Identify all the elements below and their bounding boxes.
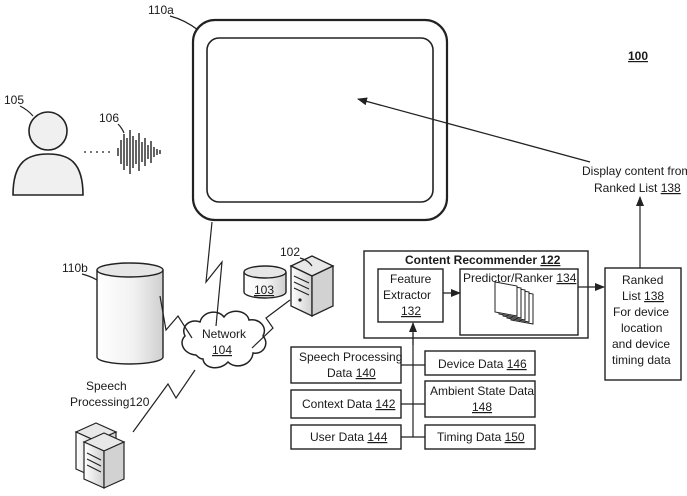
network-title: Network <box>202 327 247 341</box>
link-server-network <box>251 299 291 349</box>
feature-extractor-line1: Feature <box>390 272 432 286</box>
server-icon <box>289 255 335 318</box>
ambient-state-data-line1: Ambient State Data <box>430 384 534 398</box>
device-data-box <box>424 350 536 376</box>
display-device <box>191 18 449 222</box>
speech-processing-data-line1: Speech Processing <box>299 350 402 364</box>
link-speaker-network <box>159 295 193 339</box>
speaker-ref-label: 110b <box>62 261 88 275</box>
display-ref-label: 110a <box>148 3 174 17</box>
network-ref: 104 <box>212 343 232 357</box>
ranked-list-line5: and device <box>612 337 670 351</box>
ranked-list-line2: List 138 <box>622 289 664 303</box>
speech-processing-line2: Processing120 <box>70 395 150 409</box>
feature-extractor-ref: 132 <box>401 304 421 318</box>
ranked-list-box <box>604 267 682 381</box>
user-ref-label: 105 <box>4 93 24 107</box>
storage-ref: 103 <box>254 283 274 297</box>
link-display-network <box>205 221 223 327</box>
display-content-line2: Ranked List 138 <box>594 181 681 195</box>
link-speechproc-network <box>132 369 196 433</box>
predictor-ranker-title: Predictor/Ranker 134 <box>463 271 577 285</box>
server-ref-leader <box>299 257 313 267</box>
timing-data-label: Timing Data 150 <box>437 430 525 444</box>
content-recommender-title: Content Recommender 122 <box>405 253 561 267</box>
feature-extractor-box <box>377 268 444 323</box>
figure-number: 100 <box>628 49 648 63</box>
audio-waveform-icon <box>117 130 161 174</box>
ambient-state-data-box <box>424 380 536 418</box>
display-ref-leader <box>169 15 199 31</box>
ranked-list-line3: For device <box>613 305 669 319</box>
display-content-arrow <box>357 97 591 163</box>
storage-cylinder-icon <box>243 265 287 299</box>
display-content-line1: Display content from <box>582 164 687 178</box>
user-data-label: User Data 144 <box>310 430 388 444</box>
stacked-pages-icon <box>494 281 534 325</box>
speaker-device-icon <box>96 262 164 365</box>
data-source-connectors <box>401 333 425 438</box>
ranked-list-line1: Ranked <box>622 273 663 287</box>
audio-ref-label: 106 <box>99 111 119 125</box>
context-data-label: Context Data 142 <box>302 397 396 411</box>
server-ref-label: 102 <box>280 245 300 259</box>
ranked-list-line6: timing data <box>612 353 671 367</box>
speaker-ref-leader <box>81 273 98 281</box>
ambient-state-data-ref: 148 <box>472 400 492 414</box>
speech-processing-servers-icon <box>74 422 126 489</box>
audio-ref-leader <box>117 123 125 134</box>
timing-data-box <box>424 424 536 450</box>
speech-processing-data-line2: Data 140 <box>327 366 376 380</box>
user-figure <box>12 111 84 196</box>
feature-extractor-line2: Extractor <box>383 288 431 302</box>
speech-processing-title: Speech <box>86 379 127 393</box>
device-data-label: Device Data 146 <box>438 357 527 371</box>
user-data-box <box>290 424 402 450</box>
ranked-list-line4: location <box>621 321 662 335</box>
network-cloud <box>181 310 267 369</box>
user-ref-leader <box>19 105 34 117</box>
context-data-box <box>290 389 402 419</box>
